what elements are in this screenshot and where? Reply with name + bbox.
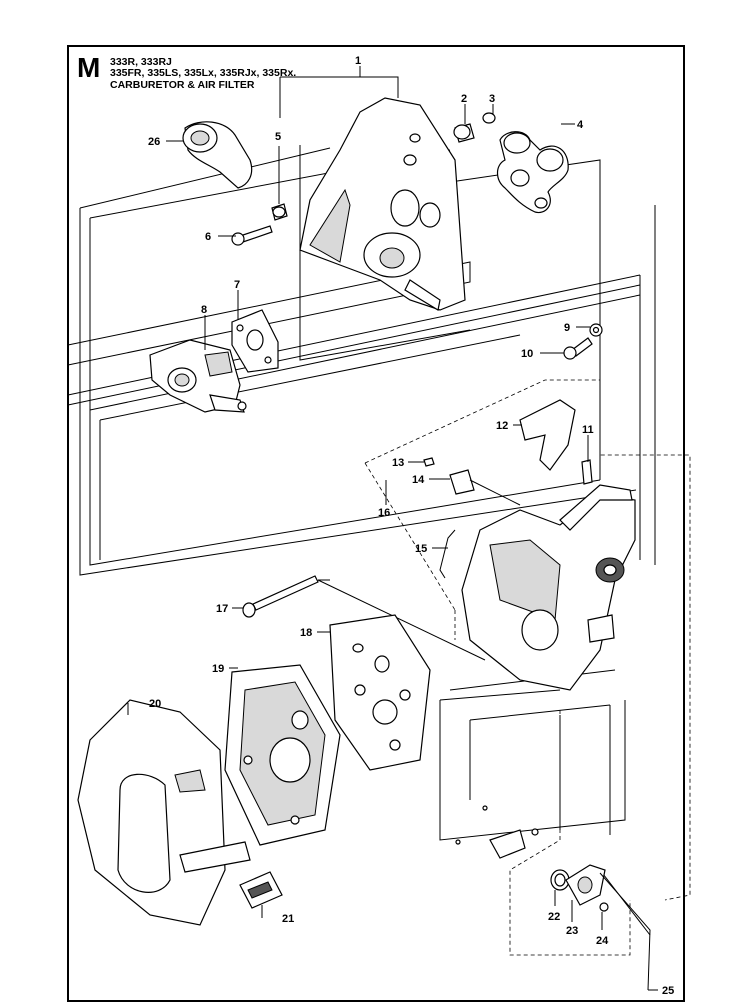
callout-4: 4 [577,119,584,131]
part-19-filter-frame [224,664,341,846]
callout-1: 1 [355,55,361,67]
callout-22: 22 [548,911,560,923]
part-7-gasket [231,309,279,373]
part-valve-bracket [455,805,539,859]
callout-10: 10 [521,348,533,360]
part-26-intake-elbow [182,121,253,189]
callout-17: 17 [216,603,228,615]
models-line-1: 333R, 333RJ [110,56,172,68]
part-6-screw [231,225,273,246]
part-15-rod [439,529,456,579]
part-24-screw [599,902,609,912]
diagram-title: CARBURETOR & AIR FILTER [110,79,255,91]
dashed-subassembly-outlines [364,379,691,956]
part-18-filter-element [329,614,431,771]
part-13-screw [423,457,435,467]
section-letter: M [77,52,101,83]
callout-3: 3 [489,93,495,105]
callout-21: 21 [282,913,294,925]
callout-5: 5 [275,131,281,143]
part-10-screw [563,337,593,360]
callout-18: 18 [300,627,312,639]
part-4-gasket [496,131,569,214]
part-2-bushing [453,123,475,143]
models-line-2: 335FR, 335LS, 335Lx, 335RJx, 335Rx. [110,67,297,79]
part-1-carburetor-housing [299,97,466,311]
part-8-carburetor [149,339,247,413]
callout-15: 15 [415,543,427,555]
callout-2: 2 [461,93,467,105]
callout-11: 11 [582,424,594,436]
callout-13: 13 [392,457,404,469]
callout-labels: 1 2 3 4 5 6 7 8 9 10 11 12 13 14 16 15 1… [148,55,674,997]
callout-24: 24 [596,935,609,947]
part-23-valve [565,864,606,906]
part-9-washer [589,323,603,337]
callout-9: 9 [564,322,570,334]
part-21-latch [239,871,283,909]
callout-15-16-grp: 16 [378,507,390,519]
callout-leaders [127,104,658,991]
callout-12: 12 [496,420,508,432]
part-25-rod [599,872,651,991]
part-3-sleeve [482,112,496,124]
part-17-long-screw [242,575,319,618]
part-14-choke-link [449,469,521,506]
callout-14: 14 [412,474,425,486]
callout-8: 8 [201,304,207,316]
part-20-filter-cover [77,699,251,926]
callout-26: 26 [148,136,160,148]
assembly-outline-lines [67,66,656,936]
part-16-air-filter-housing [461,484,636,691]
callout-7: 7 [234,279,240,291]
callout-6: 6 [205,231,211,243]
callout-20: 20 [149,698,161,710]
part-12-choke-lever [519,399,576,471]
callout-25: 25 [662,985,674,997]
callout-23: 23 [566,925,578,937]
part-11-clip [581,459,593,485]
part-5-sleeve [271,203,288,221]
callout-19: 19 [212,663,224,675]
